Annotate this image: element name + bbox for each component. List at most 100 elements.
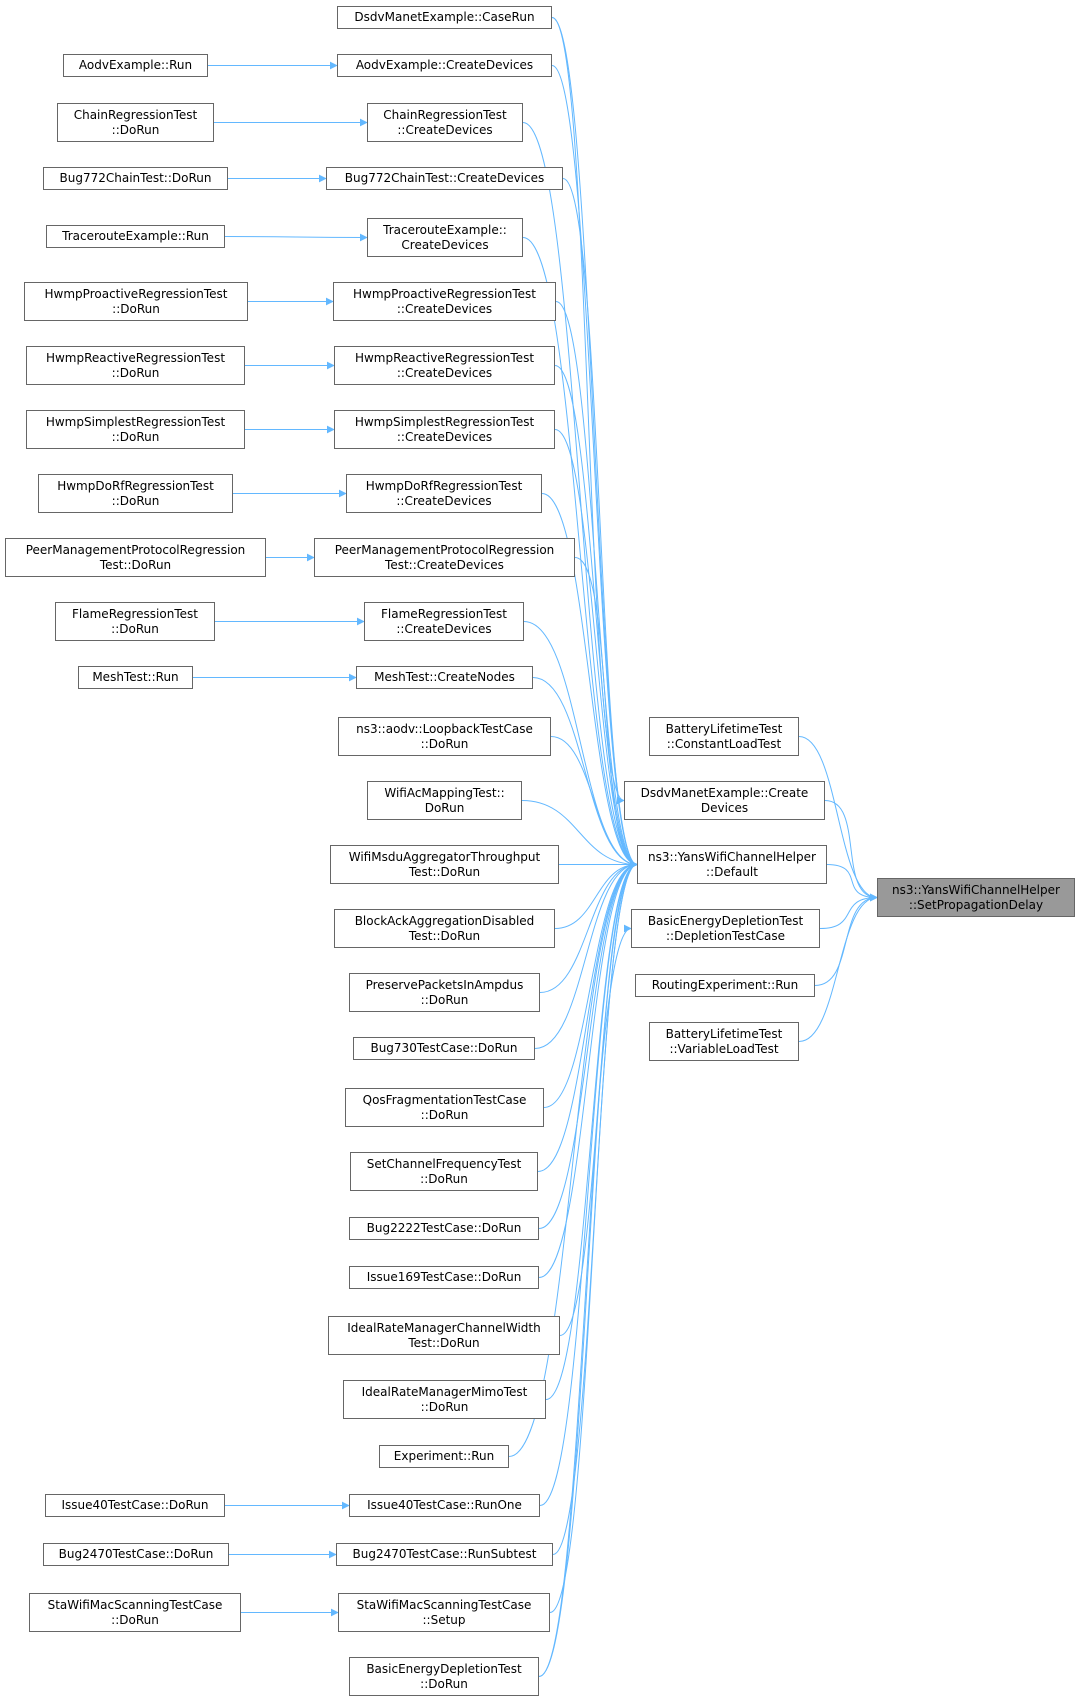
call-edge-bat_var-to-target [798, 893, 878, 1042]
node-label-line: StaWifiMacScanningTestCase [47, 1597, 223, 1612]
node-label-line: ::CreateDevices [396, 621, 492, 636]
node-label-line: ::CreateDevices [396, 429, 493, 444]
node-label-line: Test::DoRun [408, 1335, 480, 1350]
call-edge-issue169-to-default [538, 860, 638, 1278]
node-label-line: ::DoRun [420, 736, 469, 751]
node-label-line: HwmpReactiveRegressionTest [45, 350, 226, 365]
node-label-line: ::CreateDevices [396, 365, 493, 380]
node-chain-create-devices[interactable]: ChainRegressionTest ::CreateDevices [367, 103, 523, 142]
node-flame-create-devices[interactable]: FlameRegressionTest ::CreateDevices [364, 602, 524, 641]
node-label-line: Devices [700, 800, 749, 815]
node-issue40-run-one[interactable]: Issue40TestCase::RunOne [349, 1494, 540, 1517]
node-hwmp-simplest-create-devices[interactable]: HwmpSimplestRegressionTest ::CreateDevic… [334, 410, 555, 449]
call-edge-dsdv_caserun-to-dsdv_create [551, 17, 625, 805]
node-basic-energy-depletion-do-run[interactable]: BasicEnergyDepletionTest ::DoRun [349, 1657, 539, 1696]
node-label-line: ::Default [706, 864, 758, 879]
node-label-line: BatteryLifetimeTest [665, 721, 783, 736]
node-hwmp-dorf-create-devices[interactable]: HwmpDoRfRegressionTest ::CreateDevices [346, 474, 542, 513]
call-edge-bat_const-to-target [798, 736, 878, 902]
node-experiment-run[interactable]: Experiment::Run [379, 1445, 509, 1468]
node-label-line: ::CreateDevices [397, 122, 493, 137]
node-label-line: Bug772ChainTest::DoRun [59, 171, 212, 185]
node-battery-constant-load-test[interactable]: BatteryLifetimeTest ::ConstantLoadTest [649, 717, 799, 756]
node-routing-experiment-run[interactable]: RoutingExperiment::Run [635, 974, 815, 997]
node-hwmp-proactive-create-devices[interactable]: HwmpProactiveRegressionTest ::CreateDevi… [333, 282, 556, 321]
node-bug772-create-devices[interactable]: Bug772ChainTest::CreateDevices [326, 167, 563, 190]
node-aodv-create-devices[interactable]: AodvExample::CreateDevices [337, 54, 552, 77]
node-label-line: MeshTest::Run [92, 670, 179, 684]
node-wifi-ac-mapping-test[interactable]: WifiAcMappingTest:: DoRun [367, 781, 522, 820]
node-label-line: HwmpReactiveRegressionTest [354, 350, 535, 365]
node-label-line: HwmpDoRfRegressionTest [365, 478, 523, 493]
node-dsdv-create-devices[interactable]: DsdvManetExample::Create Devices [624, 781, 825, 820]
call-edge-preserve-to-default [539, 860, 638, 993]
node-label-line: Issue169TestCase::DoRun [366, 1270, 522, 1284]
node-label-line: Bug772ChainTest::CreateDevices [344, 171, 545, 185]
node-block-ack-aggregation-disabled[interactable]: BlockAckAggregationDisabled Test::DoRun [334, 909, 555, 948]
node-qos-fragmentation-test-case[interactable]: QosFragmentationTestCase ::DoRun [345, 1088, 544, 1127]
node-hwmp-reactive-do-run[interactable]: HwmpReactiveRegressionTest ::DoRun [26, 346, 245, 385]
node-aodv-loopback-test-case[interactable]: ns3::aodv::LoopbackTestCase ::DoRun [338, 717, 551, 756]
node-basic-energy-depletion-test-case[interactable]: BasicEnergyDepletionTest ::DepletionTest… [631, 909, 820, 948]
node-yans-wifi-channel-helper-default[interactable]: ns3::YansWifiChannelHelper ::Default [637, 845, 827, 884]
node-label-line: DoRun [424, 800, 465, 815]
call-edge-hwmp_sim_create-to-default [554, 429, 638, 869]
node-chain-regression-do-run[interactable]: ChainRegressionTest ::DoRun [57, 103, 214, 142]
node-label-line: IdealRateManagerChannelWidth [347, 1320, 541, 1335]
node-label-line: Experiment::Run [393, 1449, 495, 1463]
node-hwmp-dorf-do-run[interactable]: HwmpDoRfRegressionTest ::DoRun [38, 474, 233, 513]
call-edge-dsdv_create-to-target [824, 800, 878, 902]
node-label-line: StaWifiMacScanningTestCase [356, 1597, 532, 1612]
node-label-line: ns3::YansWifiChannelHelper [892, 882, 1060, 897]
call-edge-dsdv_caserun-to-default [551, 17, 638, 869]
call-edge-aodv_create-to-default [551, 65, 638, 869]
node-traceroute-run[interactable]: TracerouteExample::Run [46, 225, 225, 248]
node-mesh-test-run[interactable]: MeshTest::Run [78, 666, 193, 689]
node-preserve-packets-in-ampdus[interactable]: PreservePacketsInAmpdus ::DoRun [349, 973, 540, 1012]
node-battery-variable-load-test[interactable]: BatteryLifetimeTest ::VariableLoadTest [649, 1022, 799, 1061]
node-peer-management-do-run[interactable]: PeerManagementProtocolRegression Test::D… [5, 538, 266, 577]
node-target-set-propagation-delay: ns3::YansWifiChannelHelper ::SetPropagat… [877, 878, 1075, 917]
node-label-line: ChainRegressionTest [383, 107, 507, 122]
node-label-line: ns3::YansWifiChannelHelper [648, 849, 816, 864]
node-label-line: ::DoRun [111, 621, 159, 636]
node-label-line: FlameRegressionTest [72, 606, 198, 621]
node-flame-regression-do-run[interactable]: FlameRegressionTest ::DoRun [55, 602, 215, 641]
node-bug730-test-case[interactable]: Bug730TestCase::DoRun [353, 1037, 535, 1060]
node-ideal-rate-manager-mimo-test[interactable]: IdealRateManagerMimoTest ::DoRun [343, 1380, 546, 1419]
node-label-line: BlockAckAggregationDisabled [354, 913, 535, 928]
node-issue40-do-run[interactable]: Issue40TestCase::DoRun [45, 1494, 225, 1517]
node-aodv-example-run[interactable]: AodvExample::Run [63, 54, 208, 77]
node-bug2222-test-case[interactable]: Bug2222TestCase::DoRun [349, 1217, 539, 1240]
node-hwmp-reactive-create-devices[interactable]: HwmpReactiveRegressionTest ::CreateDevic… [334, 346, 555, 385]
call-edge-issue40_runone-to-default [539, 860, 638, 1506]
node-bug2470-run-subtest[interactable]: Bug2470TestCase::RunSubtest [336, 1543, 553, 1566]
node-label-line: BatteryLifetimeTest [665, 1026, 783, 1041]
node-sta-wifi-mac-scanning-setup[interactable]: StaWifiMacScanningTestCase ::Setup [338, 1593, 550, 1632]
node-bug2470-do-run[interactable]: Bug2470TestCase::DoRun [43, 1543, 229, 1566]
node-set-channel-frequency-test[interactable]: SetChannelFrequencyTest ::DoRun [350, 1152, 538, 1191]
node-traceroute-create-devices[interactable]: TracerouteExample:: CreateDevices [367, 218, 523, 257]
node-mesh-create-nodes[interactable]: MeshTest::CreateNodes [356, 666, 533, 689]
node-bug772-do-run[interactable]: Bug772ChainTest::DoRun [43, 167, 228, 190]
node-label-line: PeerManagementProtocolRegression [25, 542, 246, 557]
node-sta-wifi-mac-scanning-do-run[interactable]: StaWifiMacScanningTestCase ::DoRun [29, 1593, 241, 1632]
node-label-line: BasicEnergyDepletionTest [647, 913, 804, 928]
node-wifi-msdu-aggregator-test[interactable]: WifiMsduAggregatorThroughput Test::DoRun [330, 845, 559, 884]
node-issue169-test-case[interactable]: Issue169TestCase::DoRun [349, 1266, 539, 1289]
node-ideal-rate-manager-channel-width-test[interactable]: IdealRateManagerChannelWidth Test::DoRun [328, 1316, 560, 1355]
node-label-line: Issue40TestCase::RunOne [367, 1498, 522, 1512]
node-label-line: PeerManagementProtocolRegression [334, 542, 555, 557]
node-label-line: ::DoRun [111, 1612, 159, 1627]
node-hwmp-proactive-do-run[interactable]: HwmpProactiveRegressionTest ::DoRun [24, 282, 248, 321]
node-label-line: ::VariableLoadTest [669, 1041, 779, 1056]
node-label-line: TracerouteExample::Run [62, 229, 209, 243]
call-edge-bug730-to-default [534, 860, 638, 1049]
call-edge-chain_create-to-default [522, 122, 638, 869]
node-label-line: FlameRegressionTest [381, 606, 507, 621]
call-edge-experiment-to-default [508, 860, 638, 1457]
node-peer-management-create-devices[interactable]: PeerManagementProtocolRegression Test::C… [314, 538, 575, 577]
node-dsdv-case-run[interactable]: DsdvManetExample::CaseRun [337, 6, 552, 29]
node-hwmp-simplest-do-run[interactable]: HwmpSimplestRegressionTest ::DoRun [26, 410, 245, 449]
